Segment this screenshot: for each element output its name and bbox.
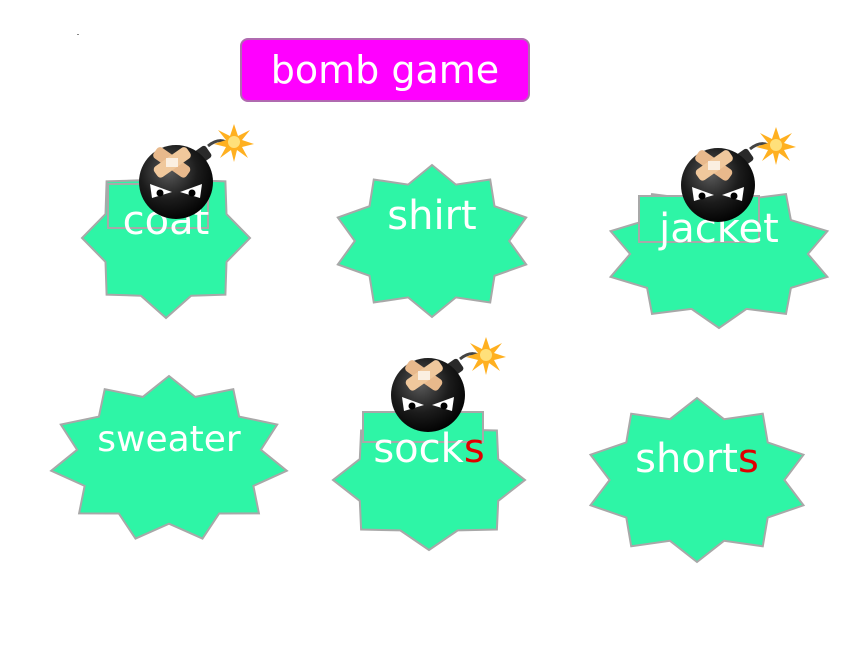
spark-icon — [214, 124, 254, 162]
angry-eyes — [692, 187, 744, 201]
card-word: shorts — [585, 436, 809, 482]
card-word-base: sweater — [97, 419, 241, 461]
angry-eyes — [402, 397, 454, 411]
card-word: socks — [333, 426, 525, 472]
card-word-base: sock — [373, 426, 464, 472]
bandage — [405, 360, 443, 391]
game-title-text: bomb game — [270, 48, 500, 92]
star-burst-polygon — [49, 374, 289, 540]
card-word: shirt — [333, 193, 531, 239]
card-word-base: short — [635, 436, 738, 482]
word-card-4[interactable]: socks — [331, 408, 527, 552]
angry-eyes — [150, 184, 202, 198]
bandage — [153, 147, 191, 178]
star-burst-shape — [49, 374, 289, 540]
star-burst-shape — [331, 408, 527, 552]
bomb-icon — [139, 124, 254, 219]
star-burst-polygon — [336, 163, 528, 319]
bandage — [695, 150, 733, 181]
spark-icon — [466, 337, 506, 375]
bomb-icon — [681, 127, 796, 222]
star-burst-shape — [588, 396, 806, 564]
star-burst-polygon — [588, 396, 806, 564]
game-title: bomb game — [240, 38, 530, 102]
card-word-suffix: s — [463, 426, 485, 472]
word-card-1[interactable]: shirt — [333, 163, 531, 319]
bomb-icon — [391, 337, 506, 432]
stray-dot — [77, 34, 79, 35]
spark-icon — [756, 127, 796, 165]
card-word: sweater — [50, 419, 288, 460]
word-card-5[interactable]: shorts — [585, 396, 809, 564]
word-card-3[interactable]: sweater — [49, 374, 289, 542]
star-burst-shape — [336, 163, 528, 319]
card-word-base: shirt — [387, 193, 477, 239]
card-word-suffix: s — [737, 436, 759, 482]
star-burst-polygon — [331, 408, 527, 552]
